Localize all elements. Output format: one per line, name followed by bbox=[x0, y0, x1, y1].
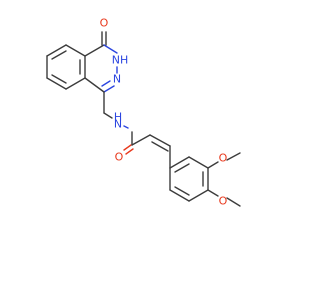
bond bbox=[65, 44, 86, 57]
oxygen-label: O bbox=[115, 151, 124, 164]
nitrogen-label: N bbox=[113, 73, 121, 86]
bond bbox=[131, 134, 151, 146]
bond-inner bbox=[151, 141, 169, 152]
hydrogen-label: H bbox=[114, 111, 122, 124]
phthalazinone-ring bbox=[84, 31, 118, 93]
bond bbox=[226, 152, 241, 161]
nh-label: NH bbox=[112, 54, 129, 67]
bond bbox=[123, 125, 129, 129]
bond bbox=[149, 134, 171, 147]
bond bbox=[226, 197, 241, 207]
benzo-ring bbox=[46, 44, 86, 90]
bond-inner bbox=[101, 80, 111, 87]
dimethoxyphenyl-ring bbox=[169, 156, 209, 202]
bond bbox=[169, 189, 190, 202]
oxygen-label: O bbox=[100, 17, 109, 30]
bond bbox=[103, 44, 118, 54]
bond-inner bbox=[174, 163, 190, 173]
bond bbox=[103, 112, 113, 119]
molecule-diagram: O NH N H N O O O bbox=[46, 17, 241, 208]
bond-inner bbox=[174, 186, 190, 196]
bond bbox=[46, 77, 67, 90]
bond-inner bbox=[51, 74, 67, 84]
bond bbox=[169, 156, 190, 169]
oxygen-label: O bbox=[219, 195, 228, 208]
bond-co bbox=[123, 144, 132, 151]
bond-inner bbox=[51, 50, 67, 60]
oxygen-label: O bbox=[219, 152, 228, 165]
bond bbox=[207, 189, 219, 197]
bond-co bbox=[125, 148, 134, 155]
bond bbox=[46, 44, 67, 57]
bond bbox=[84, 44, 105, 57]
bond bbox=[65, 77, 86, 90]
bond bbox=[188, 189, 209, 202]
bond bbox=[188, 156, 209, 169]
bond bbox=[207, 161, 219, 169]
bond bbox=[84, 77, 105, 93]
nitrogen-label: N bbox=[114, 118, 122, 131]
bond bbox=[103, 85, 115, 93]
structure-canvas: O NH N H N O O O bbox=[46, 17, 241, 208]
